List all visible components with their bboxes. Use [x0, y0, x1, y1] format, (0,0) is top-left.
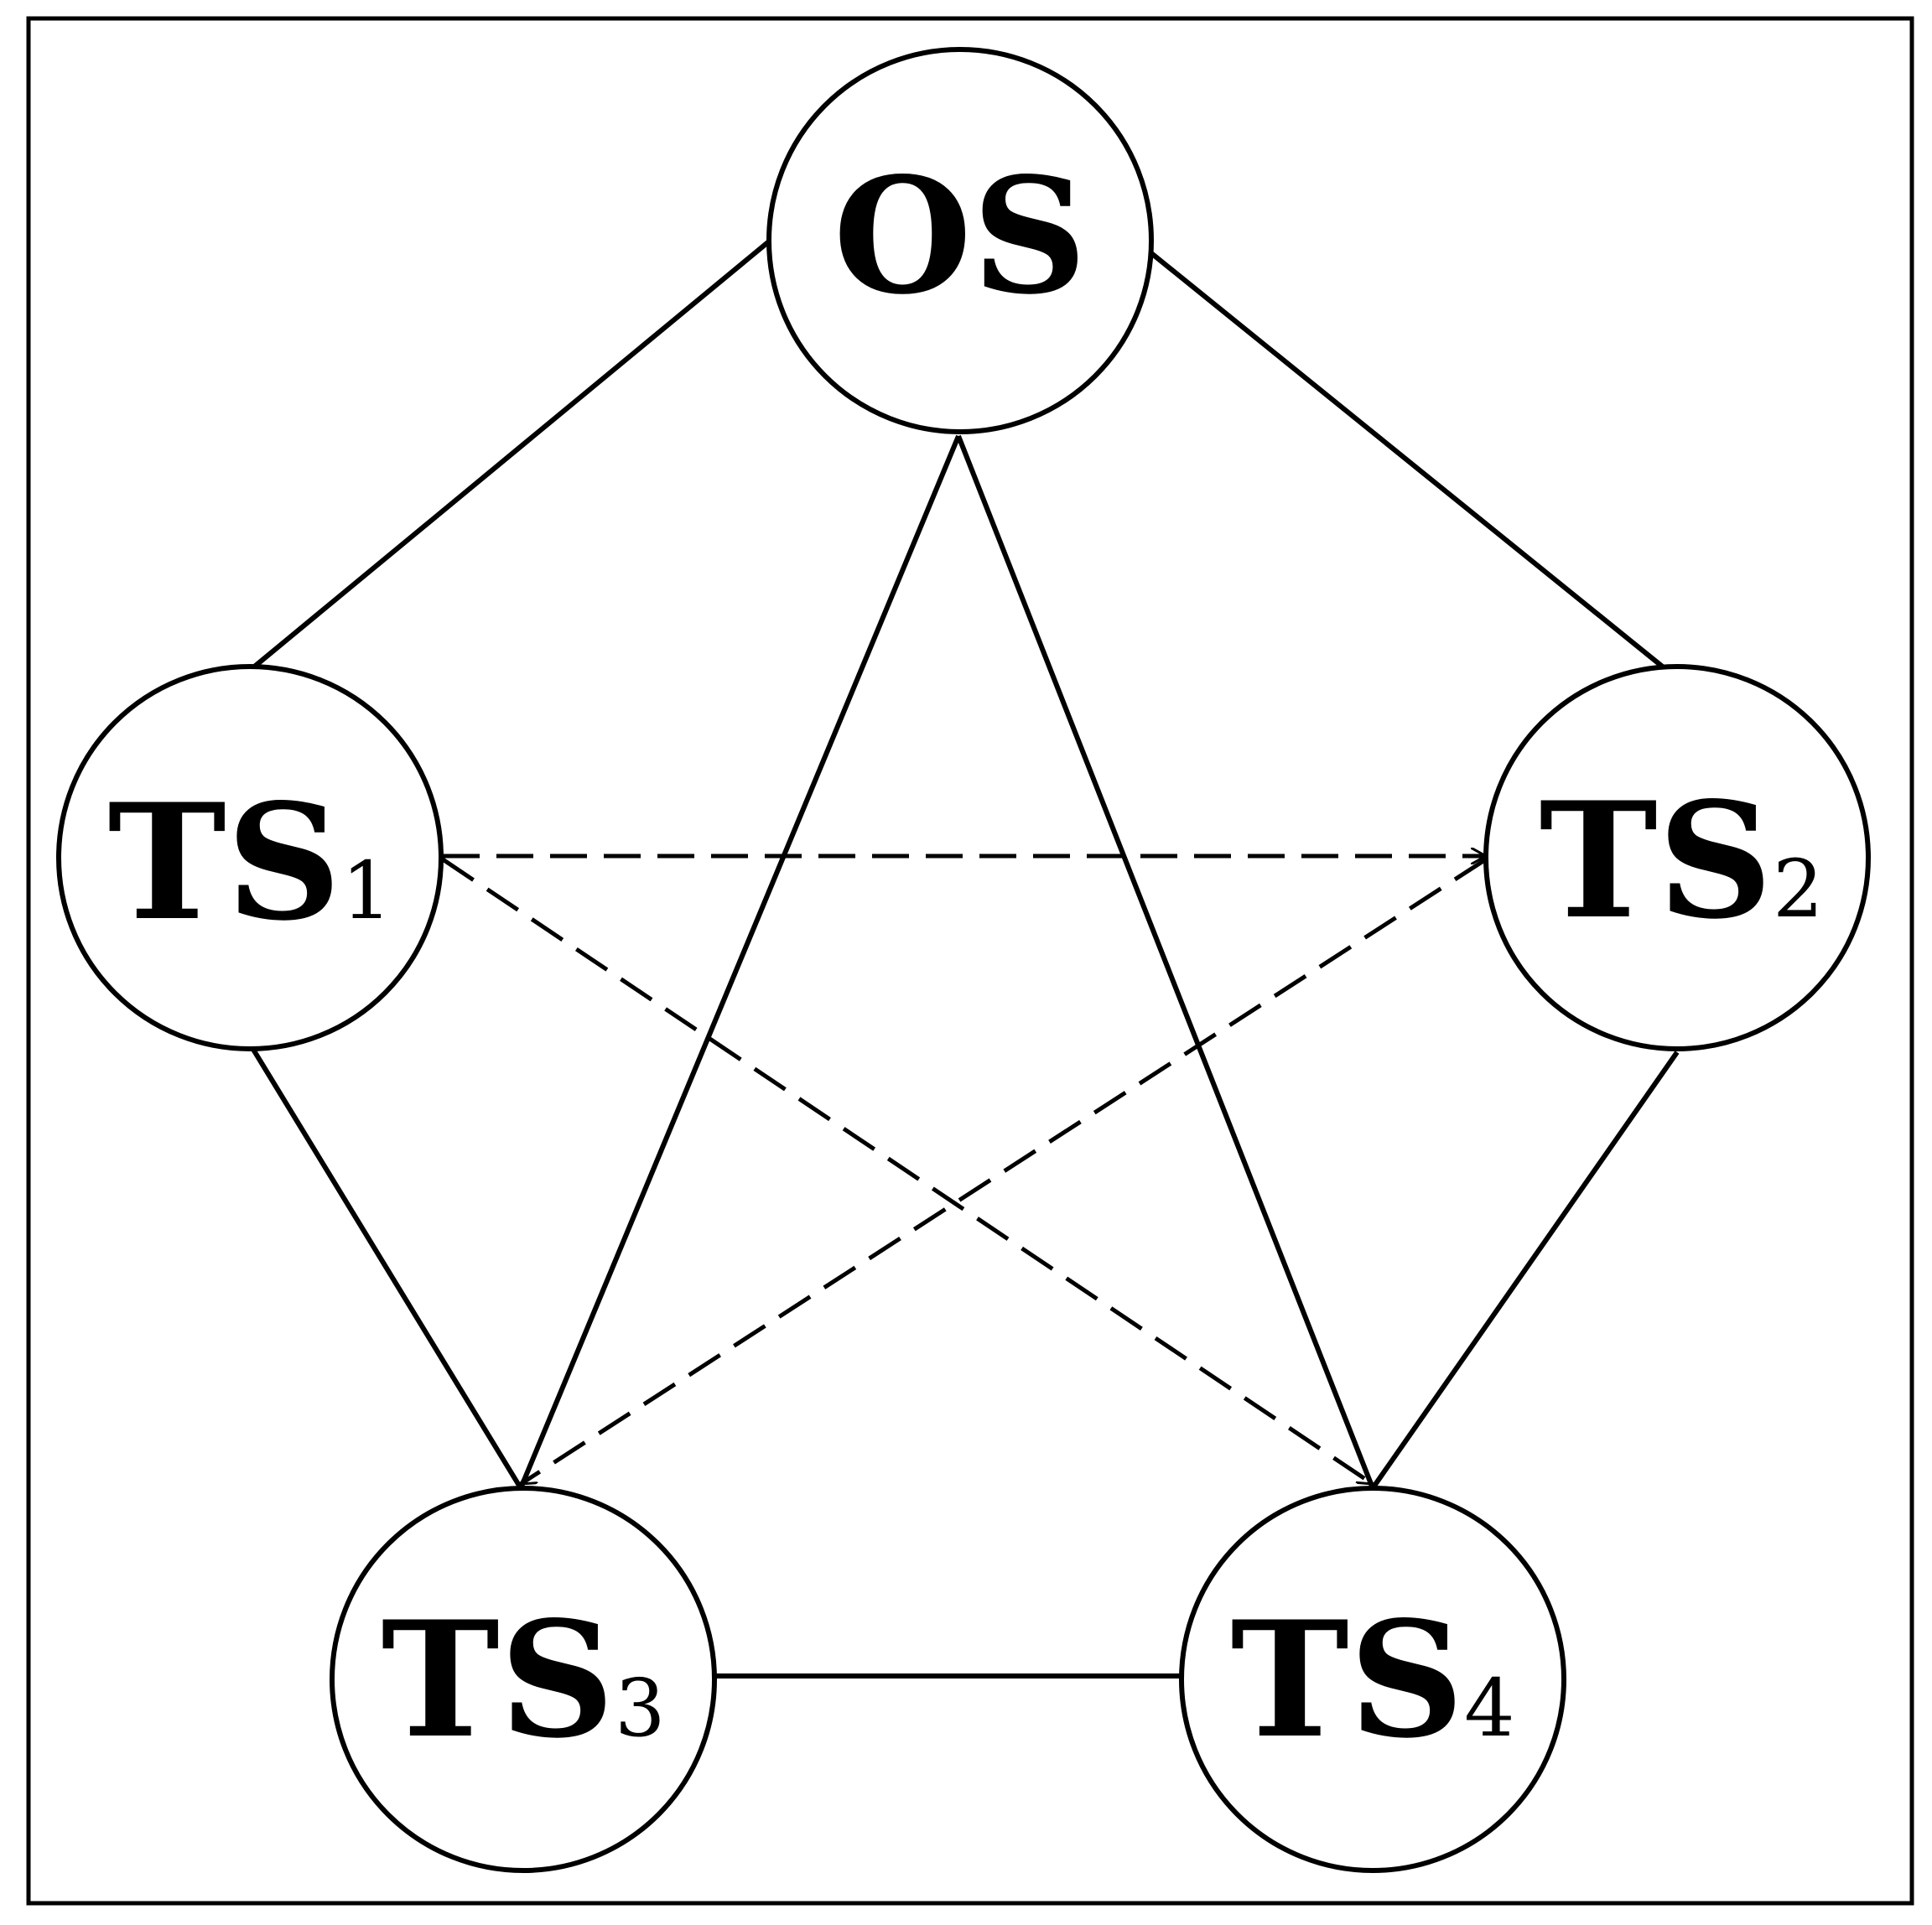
svg-text:TS1: TS1 — [107, 769, 392, 956]
svg-text:TS4: TS4 — [1230, 1586, 1514, 1773]
node-ts2-subscript: 2 — [1773, 843, 1823, 936]
node-ts4-label: TS — [1230, 1586, 1464, 1773]
node-ts1-subscript: 1 — [341, 845, 392, 937]
svg-text:TS2: TS2 — [1539, 767, 1823, 954]
edge-os-ts1 — [251, 239, 771, 671]
edge-os-ts2 — [1150, 251, 1666, 671]
edge-os-ts4 — [956, 434, 1375, 1490]
node-ts3-label: TS — [381, 1586, 615, 1773]
node-ts2-circle — [1483, 664, 1871, 1051]
svg-text:OS: OS — [834, 143, 1088, 329]
svg-text:TS3: TS3 — [381, 1586, 665, 1773]
node-os-label: OS — [834, 143, 1088, 329]
node-ts1-circle — [56, 664, 444, 1051]
node-ts2: TS2 — [1483, 664, 1871, 1051]
node-ts3-subscript: 3 — [615, 1663, 665, 1755]
edge-ts2-ts4 — [1370, 1051, 1680, 1490]
node-ts1-label: TS — [107, 769, 341, 956]
node-ts4-circle — [1179, 1486, 1566, 1873]
node-os: OS — [766, 47, 1154, 434]
edge-os-ts3 — [518, 434, 961, 1490]
node-ts2-label: TS — [1539, 767, 1773, 954]
edges-layer — [250, 239, 1680, 1679]
node-ts1: TS1 — [56, 664, 444, 1051]
edge-ts2-ts3-dashed — [521, 857, 1488, 1487]
node-ts3: TS3 — [330, 1486, 717, 1873]
node-ts4-subscript: 4 — [1464, 1663, 1514, 1755]
node-os-circle — [766, 47, 1154, 434]
edge-ts1-ts4-dashed — [441, 857, 1373, 1487]
edge-ts1-ts3 — [250, 1046, 523, 1490]
node-ts4: TS4 — [1179, 1486, 1566, 1873]
node-ts3-circle — [330, 1486, 717, 1873]
